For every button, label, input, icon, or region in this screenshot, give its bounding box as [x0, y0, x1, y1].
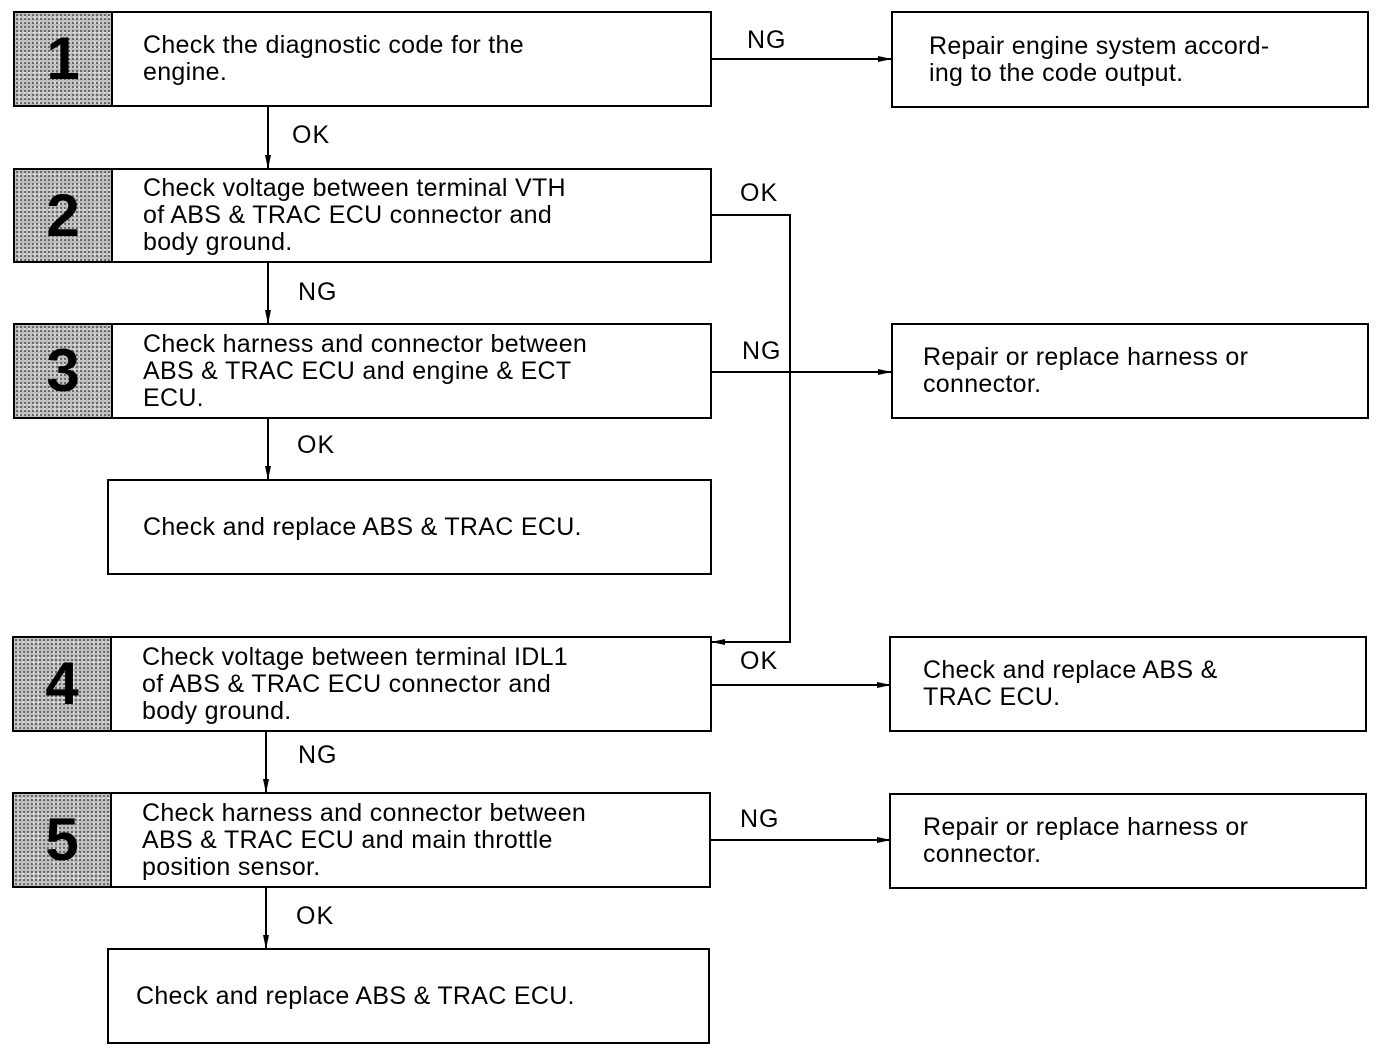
step-4-number: 4: [14, 638, 112, 730]
label-s1-ng: NG: [747, 26, 787, 54]
result-harness-repair-3: Repair or replace harness or connector.: [891, 323, 1369, 419]
step-2-number: 2: [15, 170, 113, 261]
label-s5-ng: NG: [740, 805, 780, 833]
step-1-number: 1: [15, 13, 113, 105]
step-5-text: Check harness and connector between ABS …: [142, 798, 587, 881]
label-s2-ok: OK: [740, 179, 779, 207]
label-s3-ok: OK: [297, 431, 336, 459]
label-s2-ng: NG: [298, 278, 338, 306]
step-4-box: 4 Check voltage between terminal IDL1 of…: [12, 636, 712, 732]
step-1-box: 1 Check the diagnostic code for the engi…: [13, 11, 712, 107]
step-2-box: 2 Check voltage between terminal VTH of …: [13, 168, 712, 263]
step-5-number: 5: [14, 794, 112, 886]
step-4-text: Check voltage between terminal IDL1 of A…: [142, 642, 569, 725]
step-3-text: Check harness and connector between ABS …: [143, 329, 588, 412]
label-s1-ok: OK: [292, 121, 331, 149]
label-s5-ok: OK: [296, 902, 335, 930]
result-harness-repair-5: Repair or replace harness or connector.: [889, 793, 1367, 889]
label-s3-ng: NG: [742, 337, 782, 365]
result-engine-repair: Repair engine system accord- ing to the …: [891, 11, 1369, 108]
step-5-box: 5 Check harness and connector between AB…: [12, 792, 711, 888]
arrow-s2-ok: [711, 214, 791, 645]
step-3-number: 3: [15, 325, 113, 417]
step-3-box: 3 Check harness and connector between AB…: [13, 323, 712, 419]
step-2-text: Check voltage between terminal VTH of AB…: [143, 174, 566, 256]
label-s4-ok: OK: [740, 647, 779, 675]
step-1-text: Check the diagnostic code for the engine…: [143, 31, 524, 86]
result-replace-ecu-3: Check and replace ABS & TRAC ECU.: [107, 479, 712, 575]
result-replace-ecu-5: Check and replace ABS & TRAC ECU.: [107, 948, 710, 1044]
label-s4-ng: NG: [298, 741, 338, 769]
result-replace-ecu-4: Check and replace ABS & TRAC ECU.: [889, 636, 1367, 732]
